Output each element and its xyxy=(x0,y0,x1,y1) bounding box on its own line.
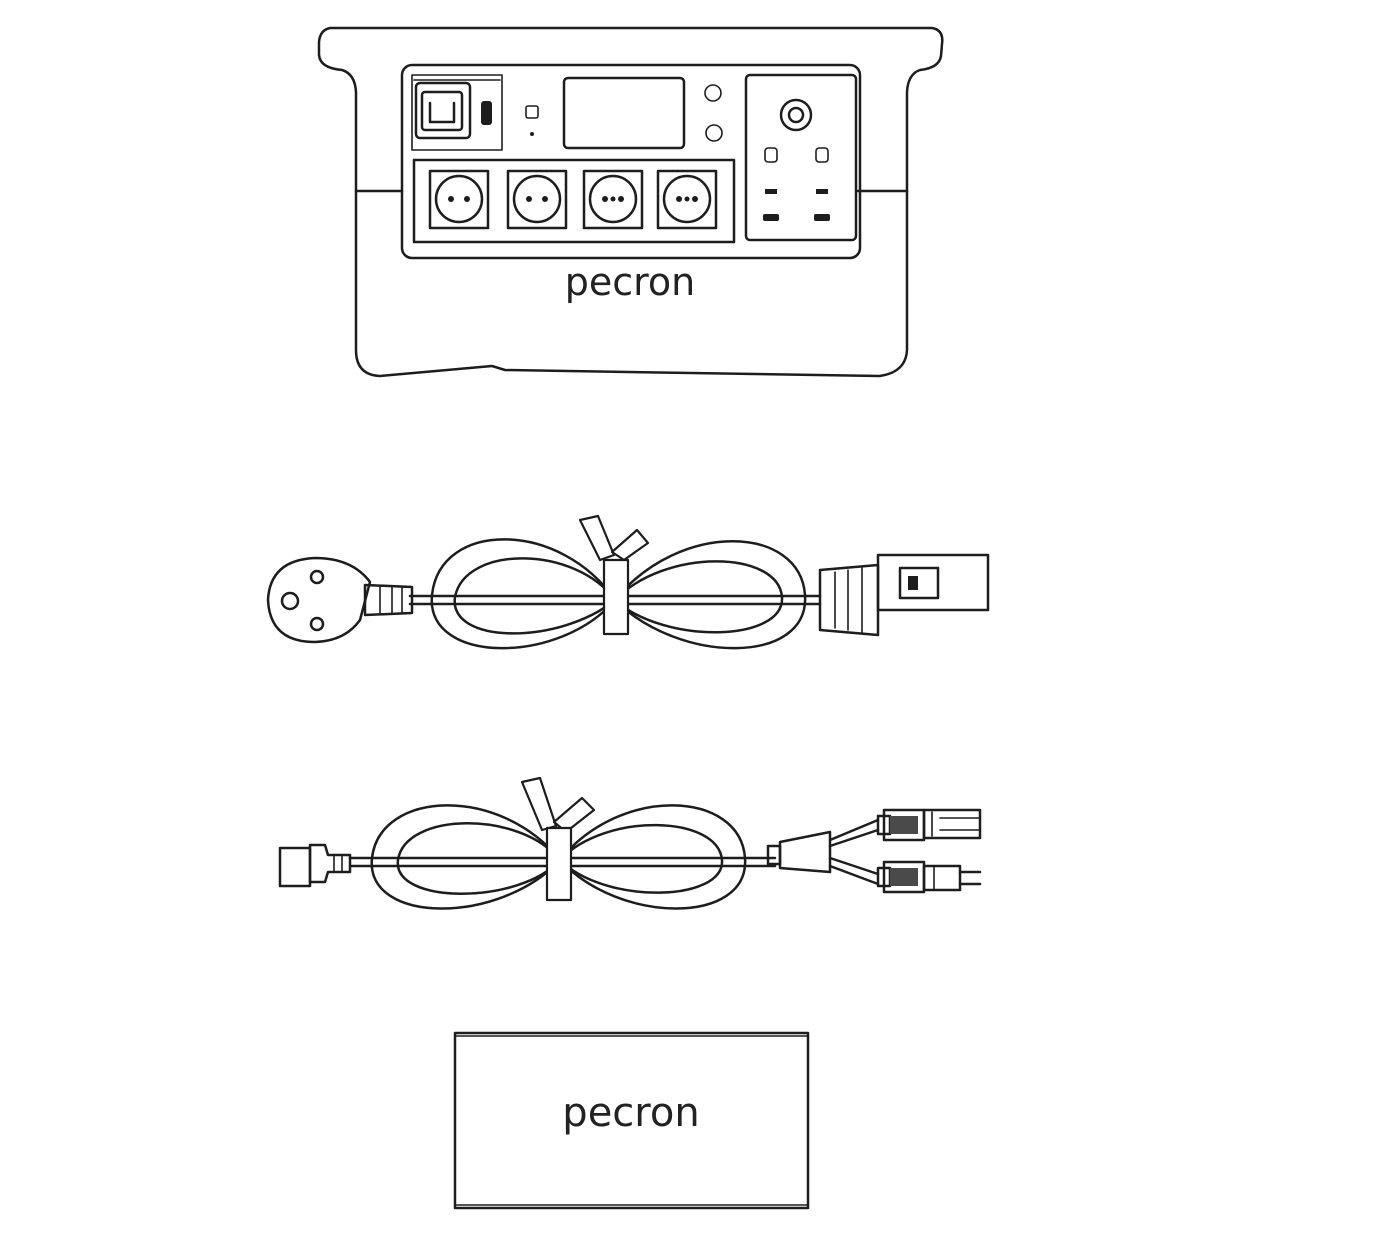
usb-c-port-icon xyxy=(814,214,830,221)
schuko-plug-icon xyxy=(266,556,414,644)
function-button-icon xyxy=(705,124,723,142)
usb-c-port-icon xyxy=(763,214,779,221)
cable-tie xyxy=(545,826,573,902)
usb-port-icon xyxy=(765,189,777,194)
y-splitter-icon xyxy=(766,818,880,886)
power-station-illustration: pecron xyxy=(300,15,960,400)
dc-connector-icon xyxy=(278,843,352,888)
ac-outlet-icon xyxy=(582,169,644,230)
ac-outlet-icon xyxy=(506,169,568,230)
solar-charging-cable-illustration xyxy=(270,770,1000,935)
ac-charging-cable-illustration xyxy=(260,505,1000,670)
ac-outlet-icon xyxy=(656,169,718,230)
iec-connector-icon xyxy=(818,553,990,637)
usb-port-icon xyxy=(816,189,828,194)
brand-logo: pecron xyxy=(562,1090,699,1136)
mc4-connector-icon xyxy=(876,808,982,842)
display-screen xyxy=(562,76,686,150)
ac-outlet-icon xyxy=(428,169,490,230)
user-manual-illustration: pecron xyxy=(448,1028,816,1214)
dc-port-icon xyxy=(779,98,813,132)
power-button-icon xyxy=(704,84,722,102)
cable-tie xyxy=(602,558,630,636)
mc4-connector-icon xyxy=(876,860,982,894)
brand-logo: pecron xyxy=(565,260,696,304)
ac-input-port-icon xyxy=(411,74,503,151)
